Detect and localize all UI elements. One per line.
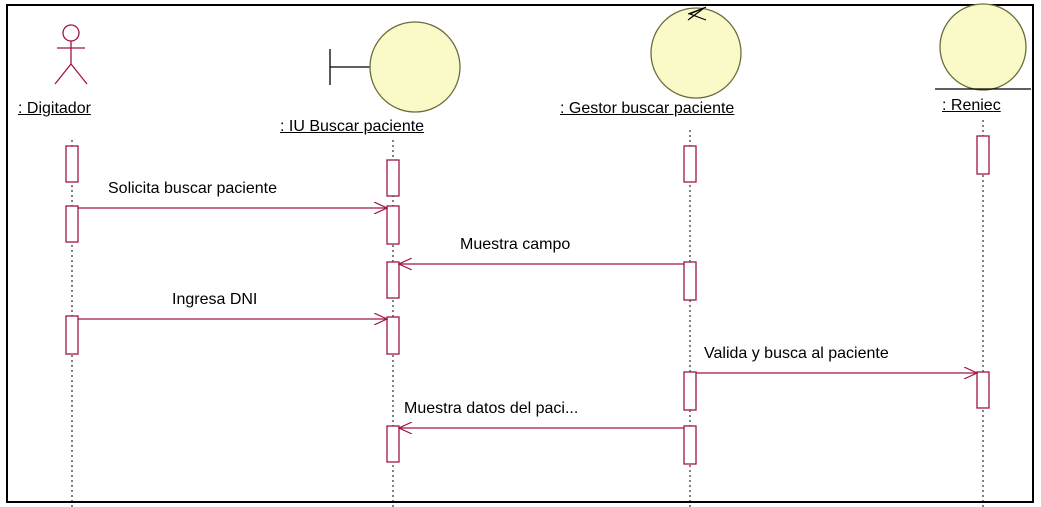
activation-bar — [386, 205, 400, 245]
messages — [78, 208, 977, 428]
boundary-icon — [329, 21, 461, 113]
control-icon — [650, 6, 742, 99]
participant-label-reniec: : Reniec — [942, 97, 1001, 114]
message-label: Ingresa DNI — [172, 291, 258, 308]
participant-label-digitador: : Digitador — [18, 100, 91, 117]
activation-bar — [683, 371, 697, 411]
participant-label-iu: : IU Buscar paciente — [280, 118, 425, 135]
activation-bar — [65, 145, 79, 183]
activation-bar — [386, 316, 400, 355]
lifelines — [71, 120, 984, 507]
message-label: Valida y busca al paciente — [704, 345, 889, 362]
activation-bar — [386, 425, 400, 463]
activation-bar — [386, 159, 400, 197]
activation-bar — [683, 261, 697, 301]
sequence-diagram-frame — [6, 4, 1034, 503]
entity-icon — [935, 3, 1031, 91]
activation-bars — [65, 135, 990, 465]
participant-label-gestor: : Gestor buscar paciente — [560, 100, 735, 117]
actor-stickman-icon — [54, 24, 88, 85]
activation-bar — [386, 261, 400, 299]
message-label: Muestra campo — [460, 236, 571, 253]
activation-bar — [683, 145, 697, 183]
activation-bar — [683, 425, 697, 465]
activation-bar — [65, 205, 79, 243]
message-label: Muestra datos del paci... — [404, 400, 579, 417]
activation-bar — [65, 315, 79, 355]
message-label: Solicita buscar paciente — [108, 180, 277, 197]
activation-bar — [976, 371, 990, 409]
activation-bar — [976, 135, 990, 175]
